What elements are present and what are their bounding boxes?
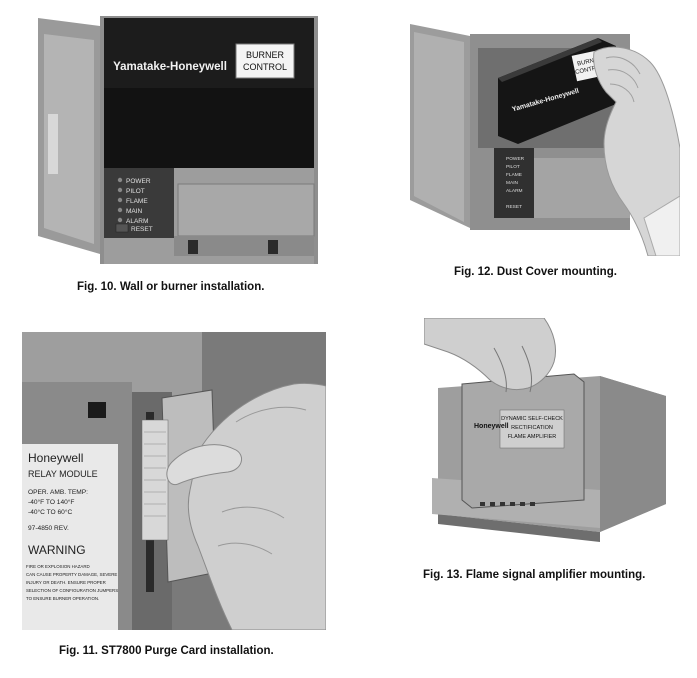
led-label: FLAME xyxy=(126,198,148,205)
warning-line: FIRE OR EXPLOSION HAZARD xyxy=(26,564,90,569)
led-label: PILOT xyxy=(126,188,145,195)
warning-line: SELECTION OF CONFIGURATION JUMPERS xyxy=(26,588,118,593)
warning-line: TO ENSURE BURNER OPERATION. xyxy=(26,596,99,601)
figure-10-photo: BURNER CONTROL Yamatake-Honeywell POWER … xyxy=(38,14,320,270)
label-rev: 97-4850 REV. xyxy=(28,525,69,532)
label-temp-3: -40°C TO 60°C xyxy=(28,508,72,516)
figure-11-caption: Fig. 11. ST7800 Purge Card installation. xyxy=(59,645,274,657)
label-temp-1: OPER. AMB. TEMP: xyxy=(28,489,88,496)
brand-label: Honeywell xyxy=(474,423,509,430)
led-list: POWER PILOT FLAME MAIN ALARM RESET xyxy=(506,156,525,210)
label-module: RELAY MODULE xyxy=(28,469,98,479)
figure-12-photo: BURNER CONTROL Yamatake-Honeywell POWER … xyxy=(398,18,680,256)
reset-label: RESET xyxy=(506,204,522,210)
label-temp-2: -40°F TO 140°F xyxy=(28,498,74,506)
warning-line: CAN CAUSE PROPERTY DAMAGE, SEVERE xyxy=(26,572,117,577)
figure-11-photo: Honeywell RELAY MODULE OPER. AMB. TEMP: … xyxy=(22,332,326,630)
led-label: FLAME xyxy=(506,172,522,178)
amp-label-3: FLAME AMPLIFIER xyxy=(508,434,557,440)
brand-label: Yamatake-Honeywell xyxy=(113,61,227,73)
figure-12-caption: Fig. 12. Dust Cover mounting. xyxy=(454,266,617,278)
label-warning: WARNING xyxy=(28,543,86,557)
led-label: ALARM xyxy=(126,218,148,225)
reset-label: RESET xyxy=(131,226,153,233)
label-burner: BURNER xyxy=(577,56,604,67)
led-label: ALARM xyxy=(506,188,523,194)
amp-label-2: RECTIFICATION xyxy=(511,425,553,431)
amp-label-1: DYNAMIC SELF-CHECK xyxy=(501,416,563,422)
flame-amplifier-mounting-image: DYNAMIC SELF-CHECK RECTIFICATION FLAME A… xyxy=(424,318,676,544)
led-label: MAIN xyxy=(506,180,519,186)
figure-13-photo: DYNAMIC SELF-CHECK RECTIFICATION FLAME A… xyxy=(424,318,676,544)
led-label: MAIN xyxy=(126,208,143,215)
led-label: POWER xyxy=(506,156,525,162)
label-burner: BURNER xyxy=(246,50,285,60)
label-control: CONTROL xyxy=(243,62,287,72)
warning-line: INJURY OR DEATH. ENSURE PROPER xyxy=(26,580,106,585)
purge-card-installation-image: Honeywell RELAY MODULE OPER. AMB. TEMP: … xyxy=(22,332,326,630)
figure-10-caption: Fig. 10. Wall or burner installation. xyxy=(77,281,265,293)
burner-control-unit-image: BURNER CONTROL Yamatake-Honeywell POWER … xyxy=(38,14,320,270)
label-honeywell: Honeywell xyxy=(28,451,83,465)
led-list: POWER PILOT FLAME MAIN ALARM xyxy=(117,177,151,225)
dust-cover-mounting-image: BURNER CONTROL Yamatake-Honeywell POWER … xyxy=(398,18,680,256)
led-label: POWER xyxy=(126,178,151,185)
led-label: PILOT xyxy=(506,164,520,170)
figure-13-caption: Fig. 13. Flame signal amplifier mounting… xyxy=(423,569,646,581)
